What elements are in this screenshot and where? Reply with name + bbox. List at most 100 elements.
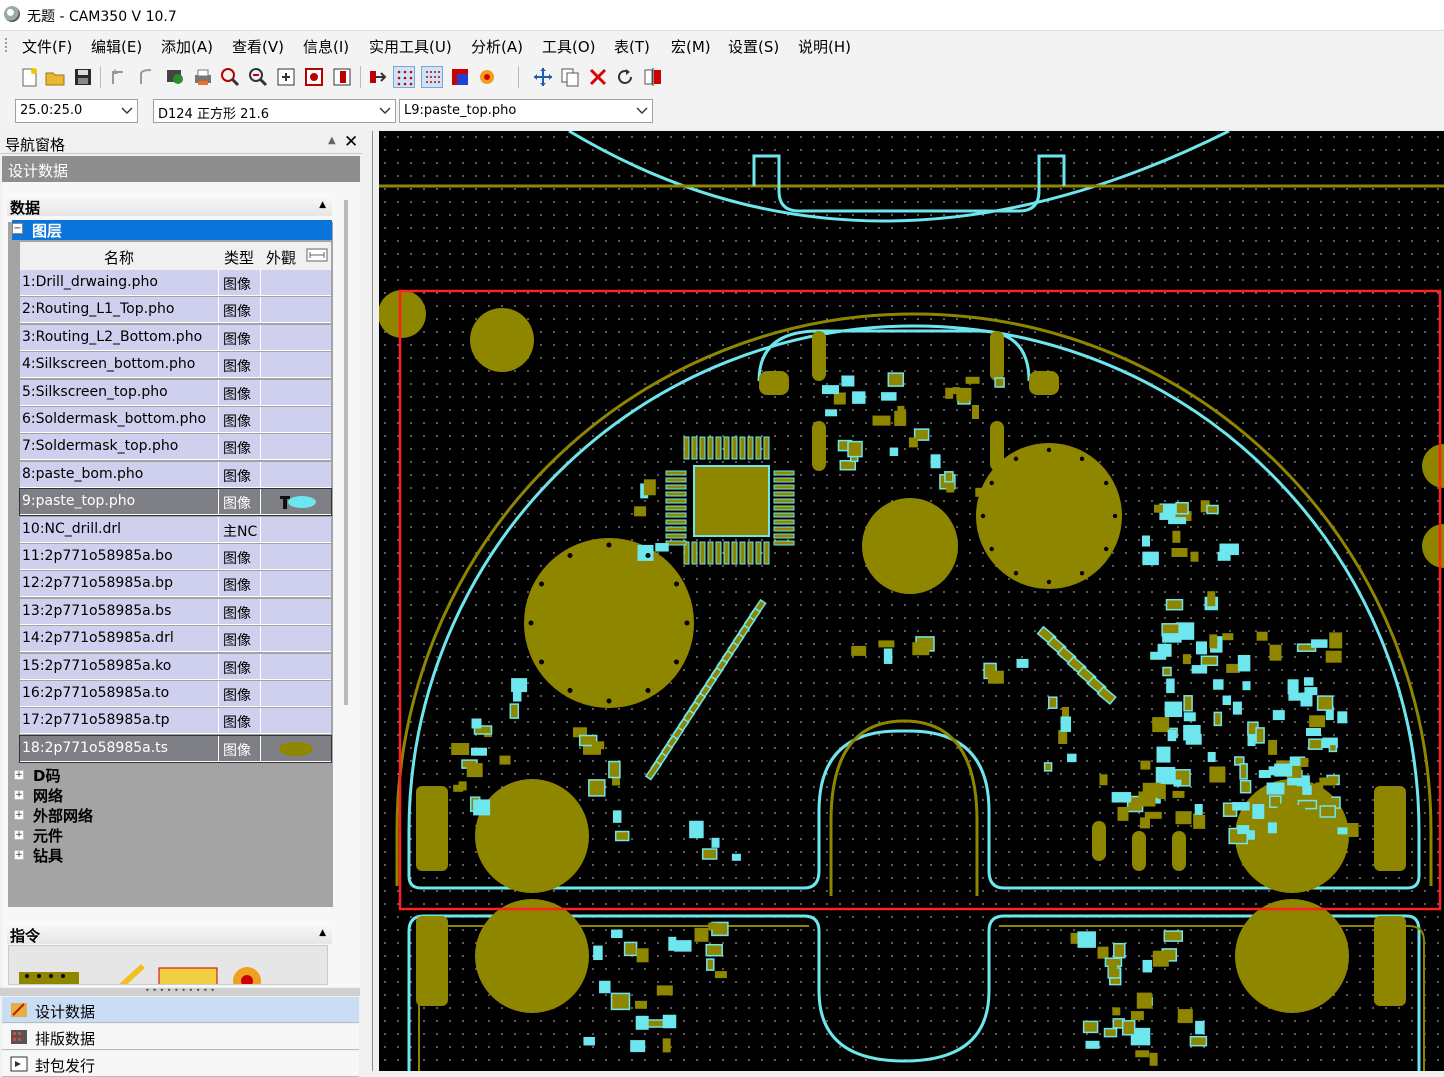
zoom-out-icon[interactable]: [247, 66, 269, 88]
layer-visibility-swatch-icon[interactable]: [276, 493, 320, 515]
close-icon[interactable]: ✕: [344, 132, 359, 152]
column-look[interactable]: 外觀: [266, 249, 297, 267]
chip-lead: [665, 498, 687, 504]
command-board-icon[interactable]: [158, 967, 218, 985]
column-settings-icon[interactable]: [306, 248, 328, 262]
pcb-canvas[interactable]: [379, 131, 1444, 1071]
tree-node-label: D码: [33, 767, 61, 785]
save-icon[interactable]: [72, 66, 94, 88]
layer-type: 图像: [223, 715, 251, 732]
command-pads-icon[interactable]: [19, 972, 79, 985]
grid-dots-icon[interactable]: [393, 66, 415, 88]
copy-icon[interactable]: [559, 66, 581, 88]
smd-pad: [833, 392, 846, 405]
expand-toggle-icon[interactable]: +: [14, 810, 24, 820]
command-sun-icon[interactable]: [233, 967, 261, 985]
smd-pad: [1067, 753, 1077, 763]
cell-divider: [260, 434, 261, 461]
open-folder-icon[interactable]: [44, 66, 66, 88]
expand-toggle-icon[interactable]: +: [14, 830, 24, 840]
commands-strip: [8, 945, 328, 985]
data-group-header[interactable]: 数据 ▲: [7, 194, 332, 217]
grid-lines-icon[interactable]: [421, 66, 443, 88]
mirror-icon[interactable]: [642, 66, 664, 88]
command-pencil-icon[interactable]: [119, 964, 145, 985]
zoom-all-icon[interactable]: [275, 66, 297, 88]
zoom-window-icon[interactable]: [219, 66, 241, 88]
tree-node[interactable]: +网络: [12, 785, 332, 805]
menu-add[interactable]: 添加(A): [161, 38, 213, 56]
delete-icon[interactable]: [587, 66, 609, 88]
color-palette-icon[interactable]: [449, 66, 471, 88]
rotate-icon[interactable]: [614, 66, 636, 88]
tab-package-release[interactable]: 封包发行: [2, 1051, 359, 1077]
menu-help[interactable]: 说明(H): [798, 38, 851, 56]
menu-tools[interactable]: 工具(O): [542, 38, 596, 56]
layer-visibility-swatch-icon[interactable]: [276, 740, 320, 762]
layer-colors-icon[interactable]: [476, 66, 498, 88]
move-icon[interactable]: [532, 66, 554, 88]
collapse-toggle-icon[interactable]: −: [12, 223, 23, 234]
print-icon[interactable]: [192, 66, 214, 88]
query-icon[interactable]: [164, 66, 186, 88]
tree-node[interactable]: +元件: [12, 825, 332, 845]
grid-size-select[interactable]: 25.0:25.0: [15, 99, 138, 123]
column-type[interactable]: 类型: [224, 249, 255, 267]
collapse-icon[interactable]: ▲: [319, 928, 326, 938]
layer-table-icon[interactable]: [331, 66, 353, 88]
cell-divider: [260, 544, 261, 570]
column-name[interactable]: 名称: [104, 249, 135, 267]
expand-toggle-icon[interactable]: +: [14, 790, 24, 800]
menu-utilities[interactable]: 实用工具(U): [369, 38, 452, 56]
menu-file[interactable]: 文件(F): [22, 38, 73, 56]
tree-scrollbar[interactable]: [344, 200, 348, 705]
app-icon: [4, 6, 20, 22]
redo-icon[interactable]: [136, 66, 158, 88]
menu-macro[interactable]: 宏(M): [671, 38, 711, 56]
layers-node[interactable]: − 图层: [12, 220, 332, 240]
expand-toggle-icon[interactable]: +: [14, 770, 24, 780]
menu-view[interactable]: 查看(V): [232, 38, 284, 56]
tree-node[interactable]: +外部网络: [12, 805, 332, 825]
menu-info[interactable]: 信息(I): [303, 38, 350, 56]
commands-group-header[interactable]: 指令 ▲: [7, 922, 332, 945]
tree-node[interactable]: +钻具: [12, 845, 332, 865]
collapse-icon[interactable]: ▲: [319, 200, 326, 210]
tree-node[interactable]: + D码: [12, 765, 332, 785]
pane-splitter[interactable]: • • • • • • • • • •: [0, 987, 360, 996]
tab-panel-data[interactable]: 排版数据: [2, 1024, 359, 1050]
menu-settings[interactable]: 设置(S): [728, 38, 780, 56]
menu-tables[interactable]: 表(T): [614, 38, 650, 56]
redraw-icon[interactable]: [303, 66, 325, 88]
undo-icon[interactable]: [108, 66, 130, 88]
new-file-icon[interactable]: [18, 66, 40, 88]
pane-divider[interactable]: [372, 131, 373, 1071]
menu-edit[interactable]: 编辑(E): [91, 38, 143, 56]
active-layer-select[interactable]: L9:paste_top.pho: [399, 99, 653, 123]
smd-pad: [1150, 651, 1167, 660]
menu-analysis[interactable]: 分析(A): [471, 38, 523, 56]
snap-icon[interactable]: [366, 66, 388, 88]
dcode-select[interactable]: D124 正方形 21.6: [153, 99, 396, 123]
pin-icon[interactable]: ▲: [328, 135, 336, 146]
tab-design-data[interactable]: 设计数据: [2, 997, 359, 1023]
expand-toggle-icon[interactable]: +: [14, 850, 24, 860]
